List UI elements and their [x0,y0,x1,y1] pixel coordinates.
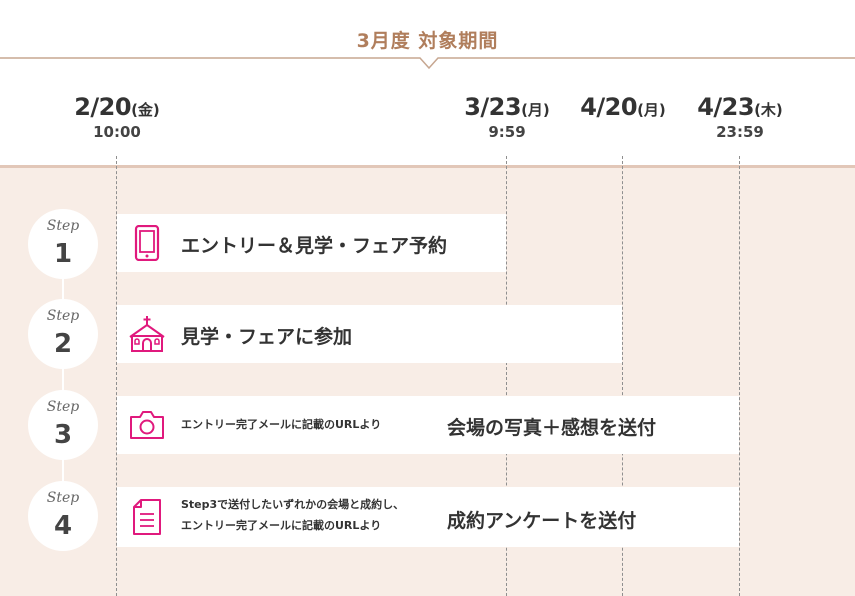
step-badge-3: Step 3 [28,390,98,460]
step-2-text: 見学・フェアに参加 [181,326,353,348]
date-end-day: 4/23 [697,93,755,121]
date-start-dow: (金) [131,101,160,119]
step-number: 4 [53,511,73,541]
step-word: Step [46,218,80,234]
step-3-bar: エントリー完了メールに記載のURLより 会場の写真＋感想を送付 [117,396,739,454]
date-entry-day: 3/23 [464,93,522,121]
date-visit-deadline: 4/20(月) [568,93,678,121]
step-4-text: 成約アンケートを送付 [447,510,637,532]
timeline-line-end [739,156,740,596]
step-badge-2: Step 2 [28,299,98,369]
timeline-line-visit [622,156,623,596]
document-icon [133,499,161,535]
date-end-dow: (木) [754,101,783,119]
date-start: 2/20(金) 10:00 [62,93,172,141]
date-end-time: 23:59 [716,123,764,141]
period-title: 3月度 対象期間 [356,30,499,52]
header-divider [0,165,855,168]
step-3-note: エントリー完了メールに記載のURLより [181,418,382,431]
step-badge-4: Step 4 [28,481,98,551]
step-1-bar: エントリー＆見学・フェア予約 [117,214,506,272]
header: 3月度 対象期間 2/20(金) 10:00 3/23(月) 9:59 4/20… [0,0,855,168]
timeline-line-start [116,156,117,596]
step-2-bar: 見学・フェアに参加 [117,305,622,363]
date-entry-time: 9:59 [488,123,526,141]
step-number: 1 [53,239,73,269]
date-entry-dow: (月) [521,101,550,119]
date-entry-deadline: 3/23(月) 9:59 [452,93,562,141]
smartphone-icon [134,225,160,261]
date-start-time: 10:00 [93,123,141,141]
step-badge-1: Step 1 [28,209,98,279]
period-bracket [0,57,855,70]
step-4-bar: Step3で送付したいずれかの会場と成約し、 エントリー完了メールに記載のURL… [117,487,739,547]
step-word: Step [46,308,80,324]
timeline-line-entry [506,156,507,596]
step-number: 3 [53,420,73,450]
step-4-note-line2: エントリー完了メールに記載のURLより [181,519,382,532]
date-end: 4/23(木) 23:59 [685,93,795,141]
camera-icon [130,411,164,439]
step-1-text: エントリー＆見学・フェア予約 [181,235,448,257]
step-4-note-line1: Step3で送付したいずれかの会場と成約し、 [181,498,405,511]
step-word: Step [46,490,80,506]
date-visit-day: 4/20 [580,93,638,121]
chapel-icon [129,316,165,352]
step-word: Step [46,399,80,415]
step-number: 2 [53,329,73,359]
date-start-day: 2/20 [74,93,132,121]
date-visit-dow: (月) [637,101,666,119]
step-3-text: 会場の写真＋感想を送付 [447,417,657,439]
